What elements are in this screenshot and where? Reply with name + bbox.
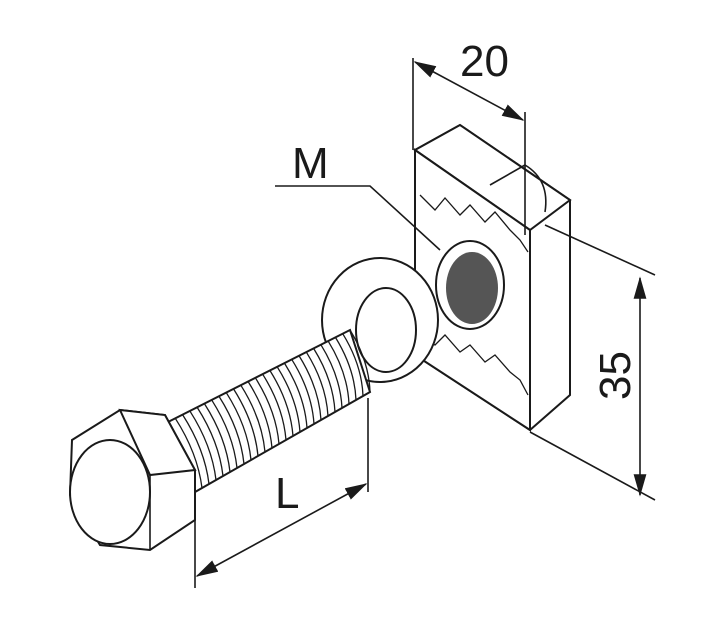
height-dimension: 35: [529, 224, 656, 501]
bolt-thread: [166, 328, 372, 494]
thread-ridge: [283, 362, 308, 429]
length-dimension: L: [194, 398, 369, 588]
hex-bolt-head: [68, 408, 197, 552]
thread-ridge: [320, 344, 343, 409]
height-label: 35: [591, 351, 640, 400]
thread-ridge: [218, 395, 245, 465]
thread-ridge: [269, 370, 294, 437]
thread-ridge: [342, 333, 364, 397]
thread-ridge: [225, 392, 252, 461]
width-dimension: 20: [412, 37, 526, 235]
thread-ridge: [262, 373, 287, 441]
hole-thread-shade: [446, 252, 498, 324]
thread-ridge: [232, 388, 259, 457]
thread-callout: M: [275, 139, 441, 251]
thread-ridge: [174, 417, 203, 489]
thread-ridge: [334, 337, 357, 401]
width-label: 20: [460, 37, 509, 86]
channel-nut: [413, 123, 572, 432]
thread-ridge: [327, 340, 350, 405]
thread-ridge: [247, 381, 273, 449]
thread-ridge: [203, 403, 231, 473]
thread-ridge: [182, 414, 210, 485]
thread-ridge: [305, 351, 329, 417]
thread-ridge: [189, 410, 217, 481]
length-label: L: [275, 469, 299, 518]
thread-ridge: [313, 348, 336, 413]
thread-ridge: [349, 329, 371, 393]
thread-ridge: [276, 366, 301, 433]
thread-ridge: [211, 399, 238, 469]
thread-label: M: [292, 139, 329, 188]
thread-ridge: [254, 377, 280, 445]
thread-ridge: [196, 406, 224, 477]
thread-ridge: [298, 355, 322, 421]
thread-ridge: [240, 384, 266, 453]
thread-ridge: [291, 359, 315, 425]
